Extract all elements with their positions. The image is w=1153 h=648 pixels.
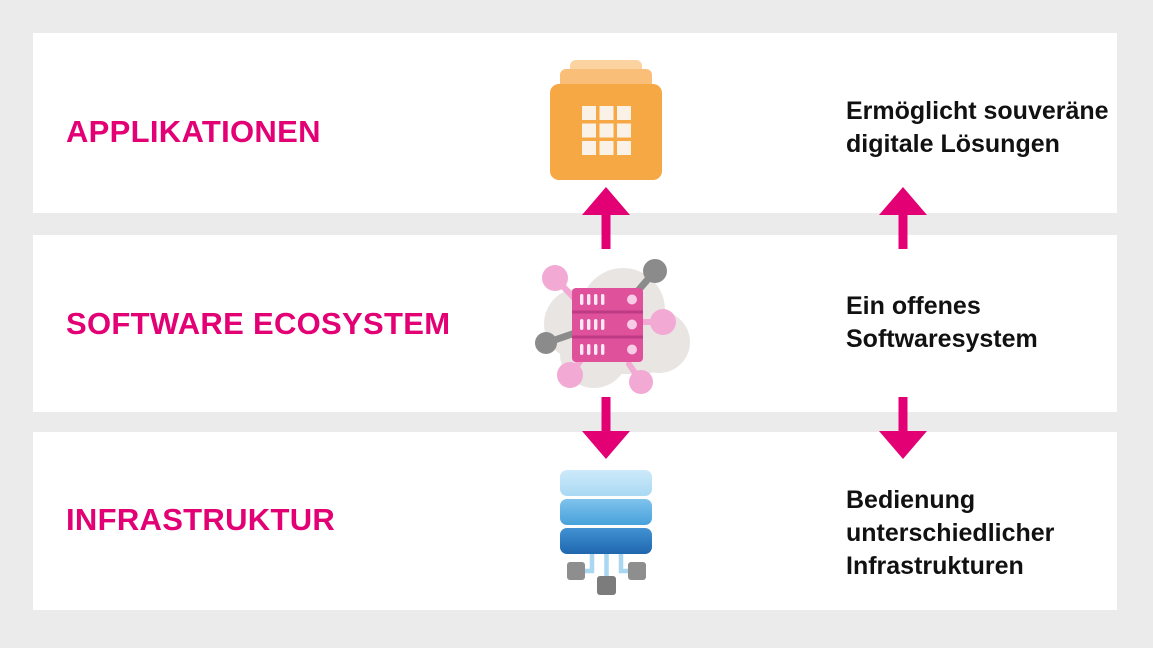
layer-label-applikationen: APPLIKATIONEN — [66, 114, 321, 149]
cloud-server-network-icon — [518, 252, 696, 405]
layer-label-infrastruktur: INFRASTRUKTUR — [66, 502, 336, 537]
arrow-down-icon — [582, 397, 630, 459]
description-line: Ermöglicht souveräne — [846, 97, 1109, 125]
arrow-up-icon — [582, 187, 630, 249]
description-line: Bedienung — [846, 486, 976, 514]
description-software-ecosystem: Ein offenes Softwaresystem — [846, 290, 1038, 356]
arrow-down-icon — [879, 397, 927, 459]
arrow-up-icon — [879, 187, 927, 249]
server-stack-connections-icon — [558, 470, 654, 603]
description-infrastruktur: Bedienung unterschiedlicher Infrastruktu… — [846, 484, 1054, 583]
description-applikationen: Ermöglicht souveräne digitale Lösungen — [846, 95, 1109, 161]
layer-label-software-ecosystem: SOFTWARE ECOSYSTEM — [66, 306, 451, 341]
description-line: unterschiedlicher — [846, 519, 1055, 547]
app-window-grid-icon — [550, 58, 662, 187]
description-line: digitale Lösungen — [846, 130, 1060, 158]
description-line: Softwaresystem — [846, 325, 1038, 353]
description-line: Ein offenes — [846, 292, 981, 320]
description-line: Infrastrukturen — [846, 552, 1024, 580]
